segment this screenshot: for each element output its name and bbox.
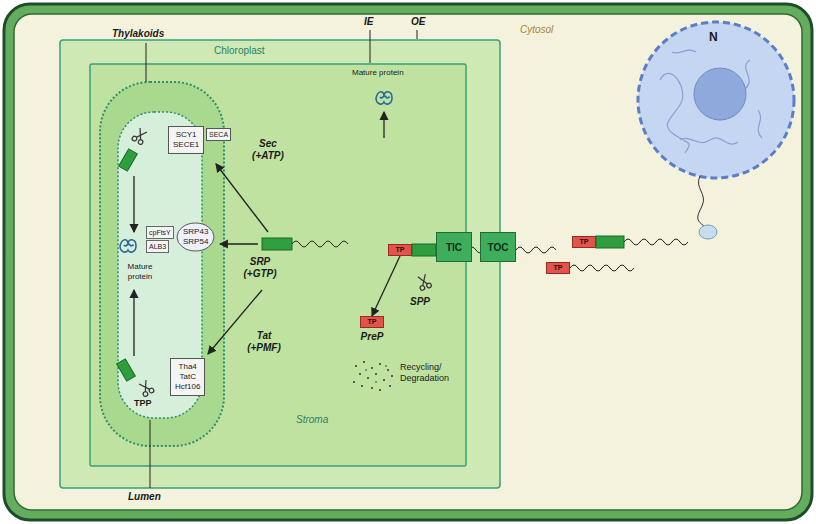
part-label: Thylakoids	[112, 28, 164, 40]
node-label: SRP43	[183, 227, 208, 237]
sec-translocon: SCY1SECE1	[168, 126, 204, 154]
cell: SCY1SECE1SECAcpFtsYALB3SRP43SRP54Tha4Tat…	[4, 4, 812, 520]
nucleus: N	[638, 22, 794, 178]
part-label: Mature protein	[352, 68, 404, 78]
node-label: SECA	[209, 130, 228, 139]
node-label: Tha4	[179, 362, 197, 372]
precursor-proteins	[117, 149, 688, 381]
node-label: PreP	[361, 331, 384, 343]
node-label: cpFtsY	[149, 228, 171, 237]
pathway-arrows	[134, 112, 384, 356]
node-label: SECE1	[173, 140, 199, 150]
chloroplast: SCY1SECE1SECAcpFtsYALB3SRP43SRP54Tha4Tat…	[60, 40, 500, 488]
node-label: TatC	[179, 372, 195, 382]
inner-envelope	[90, 64, 466, 466]
pathway-label: Sec (+ATP)	[248, 138, 288, 162]
thylakoid: SCY1SECE1SECAcpFtsYALB3SRP43SRP54Tha4Tat…	[100, 82, 224, 446]
region-label: Stroma	[296, 414, 328, 426]
mature-proteins	[120, 92, 392, 252]
seca-box: SECA	[206, 128, 231, 141]
region-label: Chloroplast	[214, 45, 265, 57]
toc-translocon: TOC	[480, 232, 516, 262]
prep-peptide: TP PreP	[360, 316, 384, 343]
region-label: TPP	[134, 398, 152, 409]
pathway-label: SRP (+GTP)	[238, 256, 282, 280]
node-label: Hcf106	[175, 382, 200, 392]
cell-wall	[4, 4, 812, 520]
transit-peptide: TP	[572, 236, 596, 248]
transit-peptide: TP	[546, 262, 570, 274]
note-label: Recycling/ Degradation	[400, 362, 458, 384]
srp-ellipse-shape	[177, 223, 214, 251]
cpftsy-box: cpFtsY	[146, 226, 174, 239]
part-label: Lumen	[128, 491, 161, 503]
tat-translocon: Tha4TatCHcf106	[170, 358, 205, 396]
mrna-ribosome	[698, 176, 717, 239]
alb3-box: ALB3	[146, 240, 169, 253]
leader-lines	[146, 30, 417, 488]
part-label: OE	[411, 16, 425, 28]
node-label: ALB3	[149, 242, 166, 251]
part-label: IE	[364, 16, 373, 28]
degradation-dots	[353, 361, 393, 391]
cytosol-ground	[14, 14, 802, 510]
transit-peptide: TP	[388, 244, 412, 256]
pathway-label: Tat (+PMF)	[242, 330, 286, 354]
part-label: Mature protein	[119, 262, 161, 282]
node-label: TIC	[446, 242, 462, 253]
tic-translocon: TIC	[436, 232, 472, 262]
region-label: N	[709, 30, 718, 44]
node-label: SCY1	[176, 130, 197, 140]
srp-complex: SRP43SRP54	[176, 222, 215, 252]
arrow-connector	[372, 256, 400, 316]
node-label: TOC	[488, 242, 509, 253]
node-label: TP	[554, 263, 563, 273]
node-label: TP	[396, 245, 405, 255]
enzyme-label: SPP	[410, 296, 430, 308]
node-label: TP	[360, 316, 384, 328]
nucleus	[638, 22, 794, 178]
outer-envelope	[60, 40, 500, 488]
node-label: TP	[580, 237, 589, 247]
node-label: SRP54	[183, 237, 208, 247]
region-label: Cytosol	[520, 24, 553, 36]
scissors	[131, 127, 432, 397]
